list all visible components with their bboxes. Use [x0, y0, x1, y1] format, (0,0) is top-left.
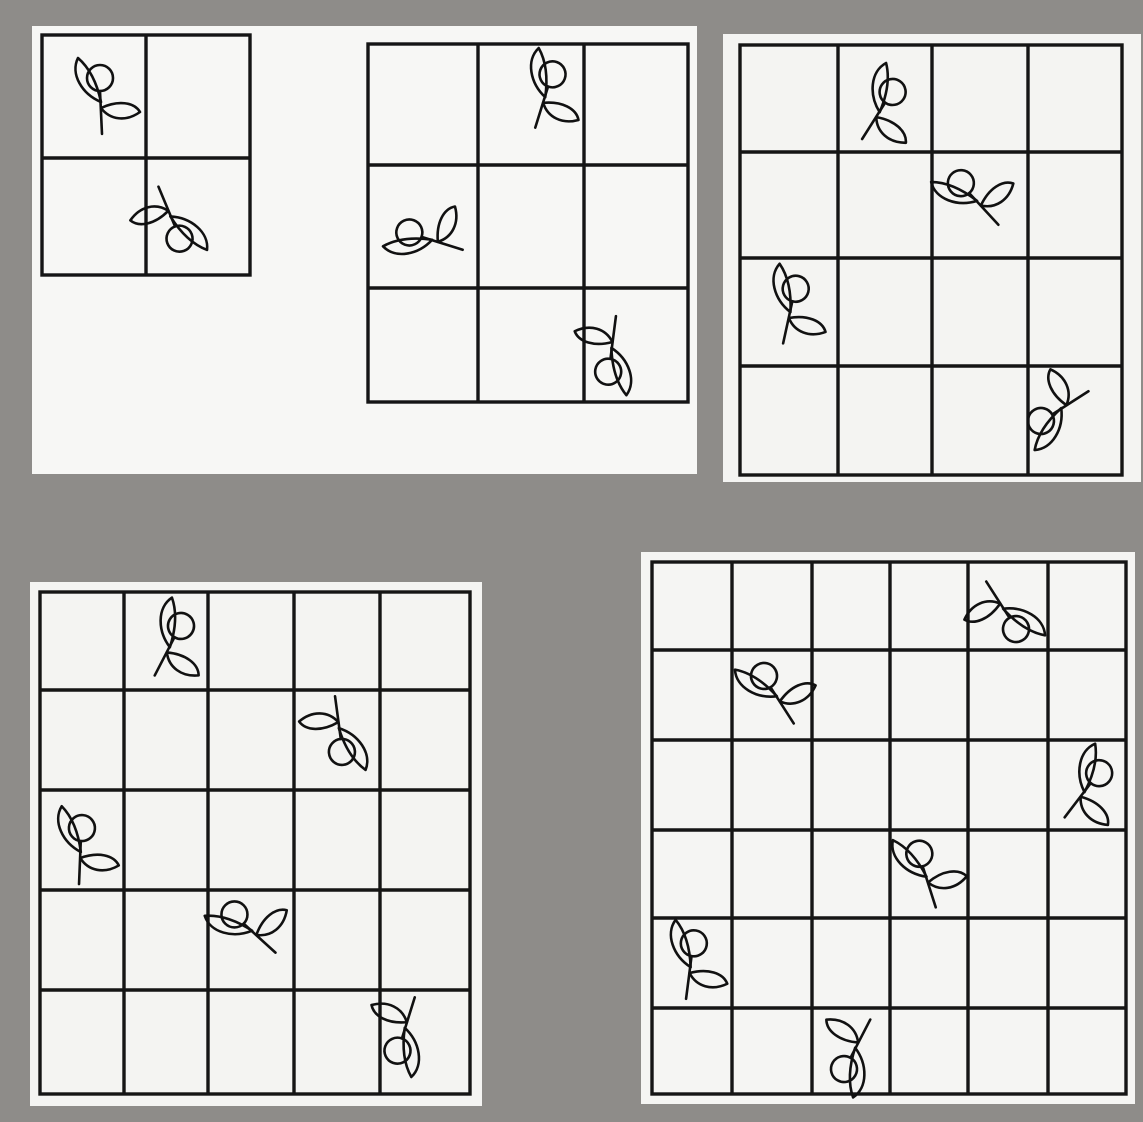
paper-sheet-bottom-right	[641, 552, 1135, 1104]
paper-sheet-bottom-left	[30, 582, 482, 1106]
paper-sheet-top-left	[32, 26, 697, 474]
